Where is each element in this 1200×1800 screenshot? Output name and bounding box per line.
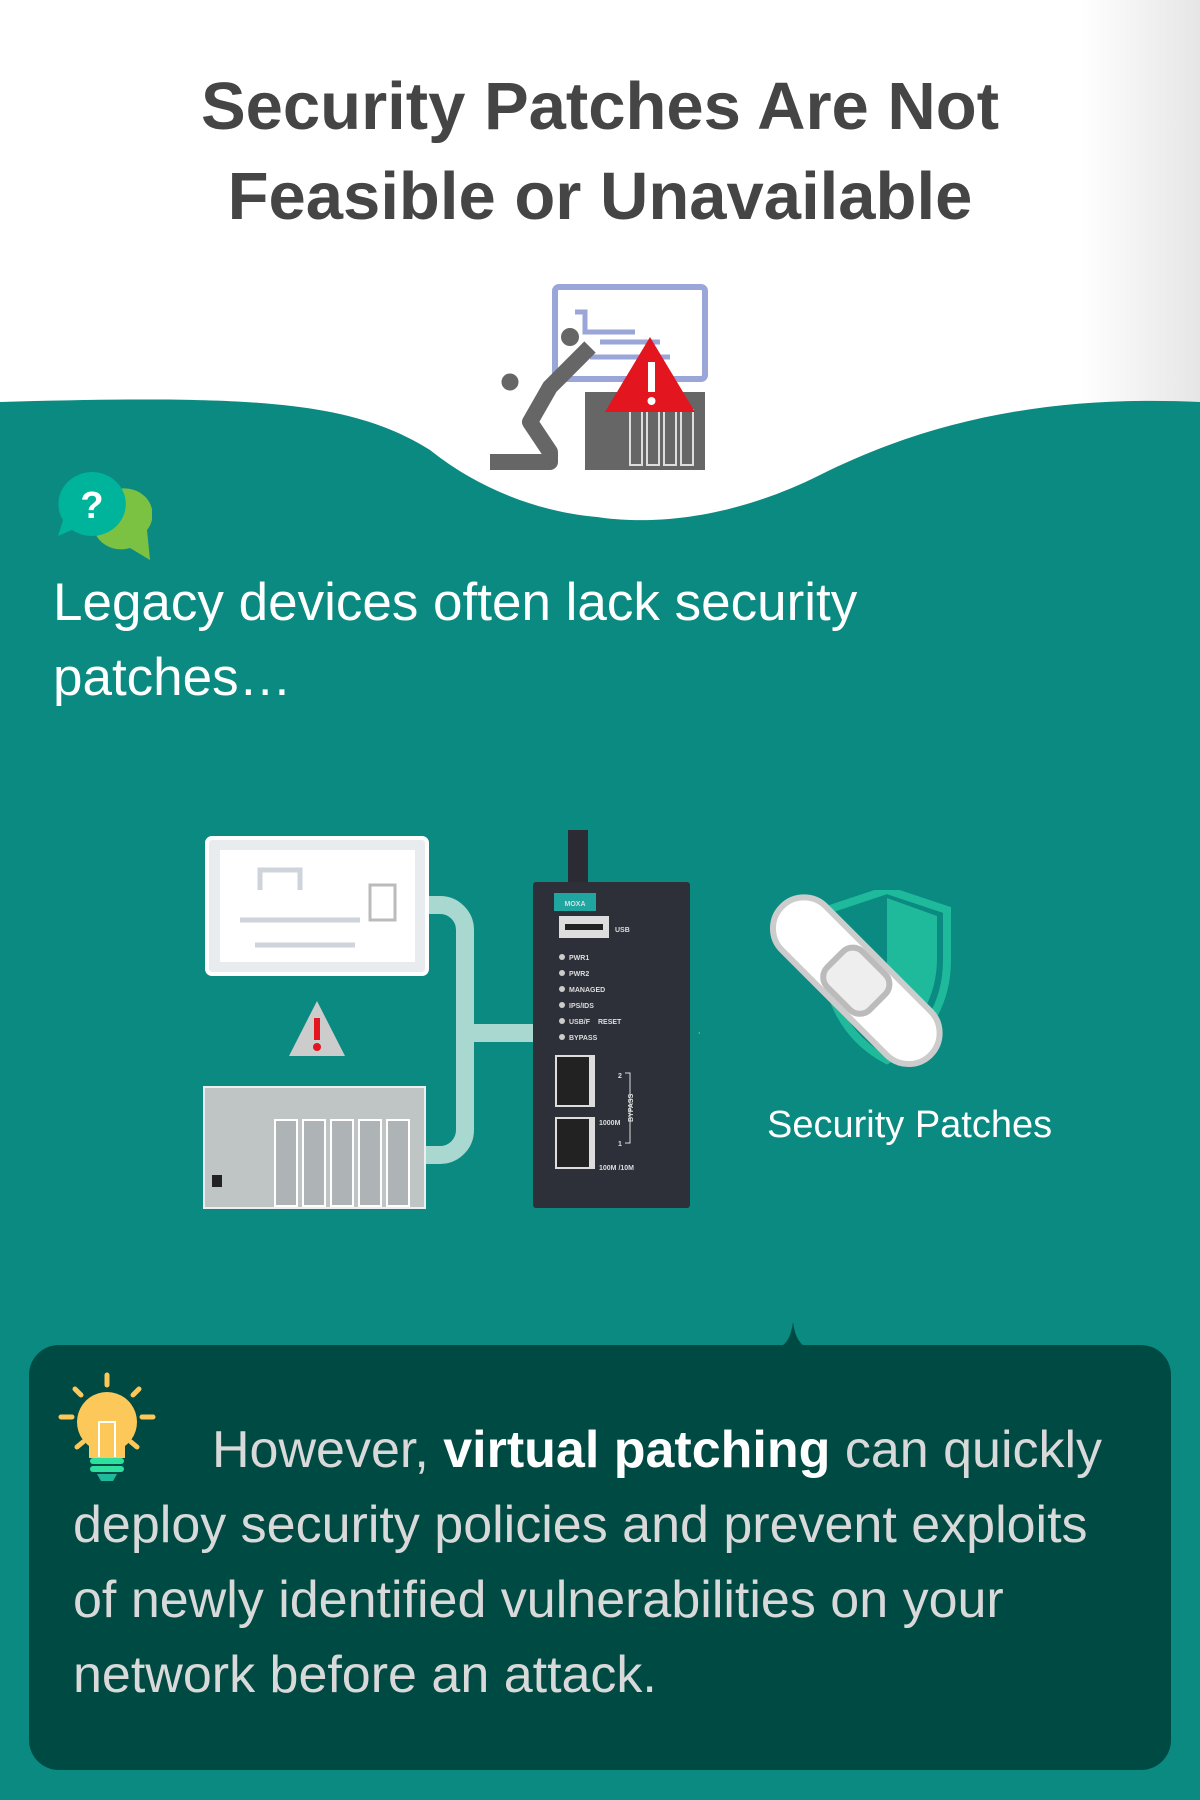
robot-hmi-warning-illustration: [490, 284, 708, 470]
led-label: IPS/IDS: [569, 1003, 594, 1010]
hmi-screen: [205, 836, 429, 976]
port-2-label: 2: [618, 1073, 622, 1080]
warning-icon: [289, 1001, 345, 1056]
led-label: BYPASS: [569, 1035, 598, 1042]
shield-bandage-icon: [769, 890, 951, 1068]
question-chat-icon: ?: [58, 472, 152, 560]
intro-text: Legacy devices often lack security patch…: [53, 573, 858, 707]
led-label: MANAGED: [569, 987, 605, 994]
speed-label: 1000M: [599, 1120, 621, 1127]
page-title: Security Patches Are Not Feasible or Una…: [0, 62, 1200, 242]
connection-cable: [420, 896, 535, 1164]
led-label: PWR1: [569, 955, 589, 962]
moxa-device: MOXA USB PWR1 PWR2 MANAGED IPS/IDS USB/F…: [533, 830, 690, 1208]
tip-box: [29, 1345, 1171, 1770]
tip-box-notch: [776, 1322, 810, 1348]
tip-text: However, virtual patching can quickly de…: [73, 1413, 1133, 1713]
tip-rest: can quickly deploy security policies and…: [73, 1421, 1103, 1704]
title-line-1: Security Patches Are Not: [200, 69, 1000, 144]
bypass-label: BYPASS: [628, 1093, 635, 1122]
tip-highlight: virtual patching: [443, 1421, 831, 1479]
arrows-icon: [698, 1032, 700, 1034]
title-line-2: Feasible or Unavailable: [227, 159, 973, 234]
led-label: PWR2: [569, 971, 589, 978]
port-1-label: 1: [618, 1141, 622, 1148]
plc-device: [203, 1086, 426, 1209]
network-diagram: MOXA USB PWR1 PWR2 MANAGED IPS/IDS USB/F…: [203, 830, 700, 1209]
header-wave-background: [0, 0, 1200, 600]
lightbulb-icon: [58, 1372, 156, 1481]
reset-label: RESET: [598, 1019, 622, 1026]
svg-text:?: ?: [80, 485, 103, 527]
security-patches-label: Security Patches: [767, 1104, 1053, 1146]
led-label: USB/F: [569, 1019, 591, 1026]
speed-label: 100M /10M: [599, 1165, 634, 1172]
brand-label: MOXA: [565, 901, 586, 908]
usb-label: USB: [615, 927, 630, 934]
tip-lead: However,: [212, 1421, 444, 1479]
